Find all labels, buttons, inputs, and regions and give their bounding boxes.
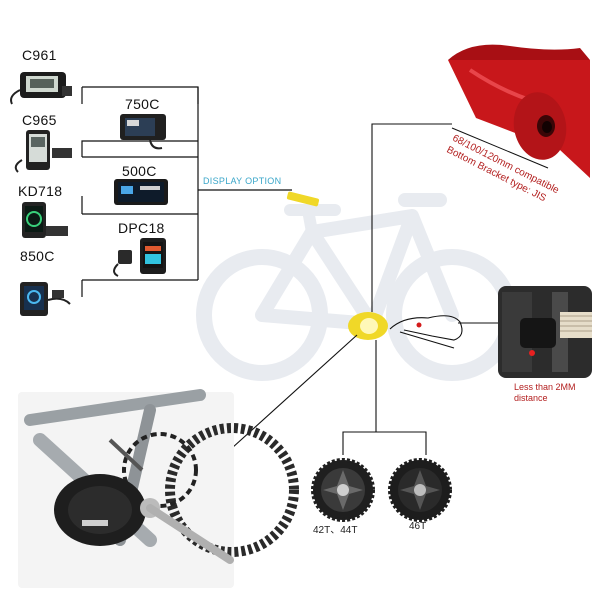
- display-label-c961: C961: [22, 47, 57, 63]
- display-label-750c: 750C: [125, 96, 160, 112]
- sensor-distance-note-line2: distance: [514, 393, 548, 403]
- display-connector-lines: [81, 86, 292, 297]
- display-c961: [10, 72, 72, 105]
- display-label-500c: 500C: [122, 163, 157, 179]
- chainring-label-46t: 46T: [409, 521, 427, 532]
- display-connector-plug: [286, 191, 320, 207]
- display-kd718: [22, 202, 68, 238]
- display-850c: [20, 282, 71, 316]
- display-label-850c: 850C: [20, 248, 55, 264]
- motor-mount-indicator: [348, 312, 388, 340]
- chainring-46t: [388, 458, 452, 522]
- sensor-distance-note: Less than 2MM distance: [514, 382, 576, 404]
- bottom-bracket-photo: [448, 44, 590, 178]
- speed-sensor-photo: [498, 286, 592, 378]
- sensor-dot: [416, 322, 422, 328]
- chainring-42t-44t: [311, 458, 375, 522]
- display-dpc18: [113, 238, 166, 277]
- bike-frame: [255, 193, 459, 331]
- motor-photo: [18, 389, 299, 588]
- callout-lines: [231, 123, 500, 455]
- sensor-distance-note-line1: Less than 2MM: [514, 382, 576, 392]
- chainring-label-42t-44t: 42T、44T: [313, 525, 358, 536]
- display-option-label: DISPLAY OPTION: [203, 176, 282, 186]
- display-750c: [120, 114, 166, 150]
- bike-watermark: [196, 193, 518, 381]
- display-label-dpc18: DPC18: [118, 220, 165, 236]
- display-500c: [114, 179, 168, 205]
- display-label-kd718: KD718: [18, 183, 63, 199]
- display-label-c965: C965: [22, 112, 57, 128]
- bike-seatpost: [302, 204, 318, 238]
- display-c965: [14, 130, 72, 173]
